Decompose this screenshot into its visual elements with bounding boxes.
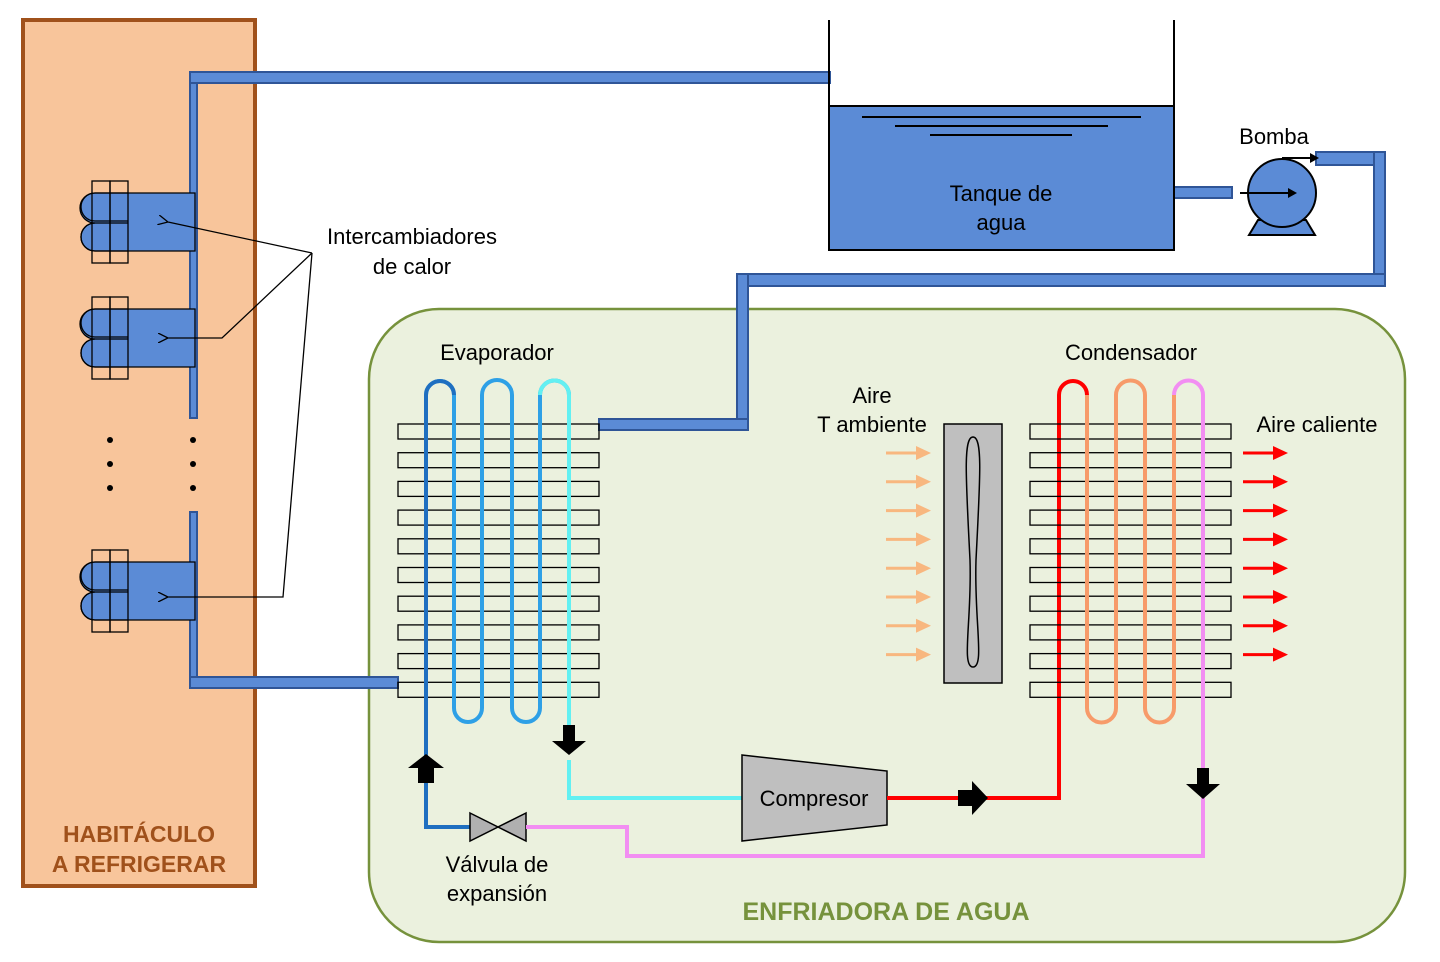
evaporator-label: Evaporador xyxy=(440,340,554,365)
compressor-icon xyxy=(741,754,888,842)
fin-row xyxy=(1029,423,1232,440)
fin-row xyxy=(1029,452,1232,469)
flow-arrow-down-icon xyxy=(1186,768,1220,799)
exchanger-leader-lines xyxy=(168,222,313,597)
condenser-label: Condensador xyxy=(1065,340,1197,365)
fin-row xyxy=(1029,480,1232,498)
fan-icon xyxy=(943,423,1003,684)
room-label-line2: A REFRIGERAR xyxy=(52,851,227,877)
hot-air-label: Aire caliente xyxy=(1256,412,1377,437)
fin-row xyxy=(397,452,600,469)
fin-row xyxy=(397,423,600,440)
fin-row xyxy=(397,538,600,555)
ambient-air-arrow-icon xyxy=(886,590,931,604)
fin-row xyxy=(397,652,600,670)
pump-icon xyxy=(1240,153,1319,236)
condenser-coils xyxy=(1057,378,1205,768)
heat-exchanger-3 xyxy=(79,549,196,633)
hot-air-arrow-icon xyxy=(1243,532,1288,547)
ambient-air-arrow-icon xyxy=(886,618,931,633)
ambient-air-arrow-icon xyxy=(886,647,931,662)
hot-air-arrow-icon xyxy=(1243,503,1288,518)
ambient-air-arrow-icon xyxy=(886,446,931,460)
hot-air-arrow-icon xyxy=(1243,618,1288,633)
ambient-air-arrow-icon xyxy=(886,561,931,576)
exchangers-label-line1: Intercambiadores xyxy=(327,224,497,249)
fin-row xyxy=(1029,566,1232,584)
fin-row xyxy=(397,624,600,641)
hot-air-arrow-icon xyxy=(1243,561,1288,576)
fin-row xyxy=(1029,681,1232,698)
fin-row xyxy=(1029,624,1232,641)
water-tank xyxy=(828,20,1175,251)
evaporator-coils xyxy=(424,378,742,827)
tank-label-line1: Tanque de xyxy=(950,181,1053,206)
valve-label-line2: expansión xyxy=(447,881,547,906)
heat-exchanger-2 xyxy=(79,296,196,380)
fin-row xyxy=(397,509,600,526)
room-label-line1: HABITÁCULO xyxy=(63,820,215,847)
fin-row xyxy=(397,566,600,584)
hot-air-arrow-icon xyxy=(1243,446,1288,460)
ambient-air-arrow-icon xyxy=(886,474,931,489)
hot-air-arrows xyxy=(1243,446,1288,662)
hot-air-arrow-icon xyxy=(1243,474,1288,489)
ambient-air-label-line2: T ambiente xyxy=(817,412,927,437)
room-box xyxy=(21,18,257,888)
ambient-air-arrow-icon xyxy=(886,503,931,518)
chiller-label: ENFRIADORA DE AGUA xyxy=(742,898,1029,926)
flow-arrow-up-icon xyxy=(408,754,444,783)
flow-arrow-right-icon xyxy=(958,781,988,815)
fin-row xyxy=(1029,509,1232,526)
fin-row xyxy=(397,480,600,498)
pump-label: Bomba xyxy=(1239,124,1309,149)
ambient-air-label-line1: Aire xyxy=(852,383,891,408)
heat-exchanger-1 xyxy=(79,180,196,264)
ambient-air-arrow-icon xyxy=(886,532,931,547)
fin-row xyxy=(1029,652,1232,670)
fin-row xyxy=(1029,595,1232,612)
ellipsis-dots xyxy=(107,437,196,491)
fin-row xyxy=(397,595,600,612)
exchangers-label-line2: de calor xyxy=(373,254,451,279)
hot-air-arrow-icon xyxy=(1243,590,1288,604)
fin-row xyxy=(397,681,600,698)
evaporator-grid xyxy=(397,423,600,698)
compressor-label: Compresor xyxy=(760,786,869,811)
hot-air-arrow-icon xyxy=(1243,647,1288,662)
tank-label-line2: agua xyxy=(977,210,1027,235)
ambient-air-arrows xyxy=(886,446,931,662)
condenser-grid xyxy=(1029,423,1232,698)
flow-arrow-down-icon xyxy=(552,725,586,755)
valve-label-line1: Válvula de xyxy=(446,852,549,877)
fin-row xyxy=(1029,538,1232,555)
